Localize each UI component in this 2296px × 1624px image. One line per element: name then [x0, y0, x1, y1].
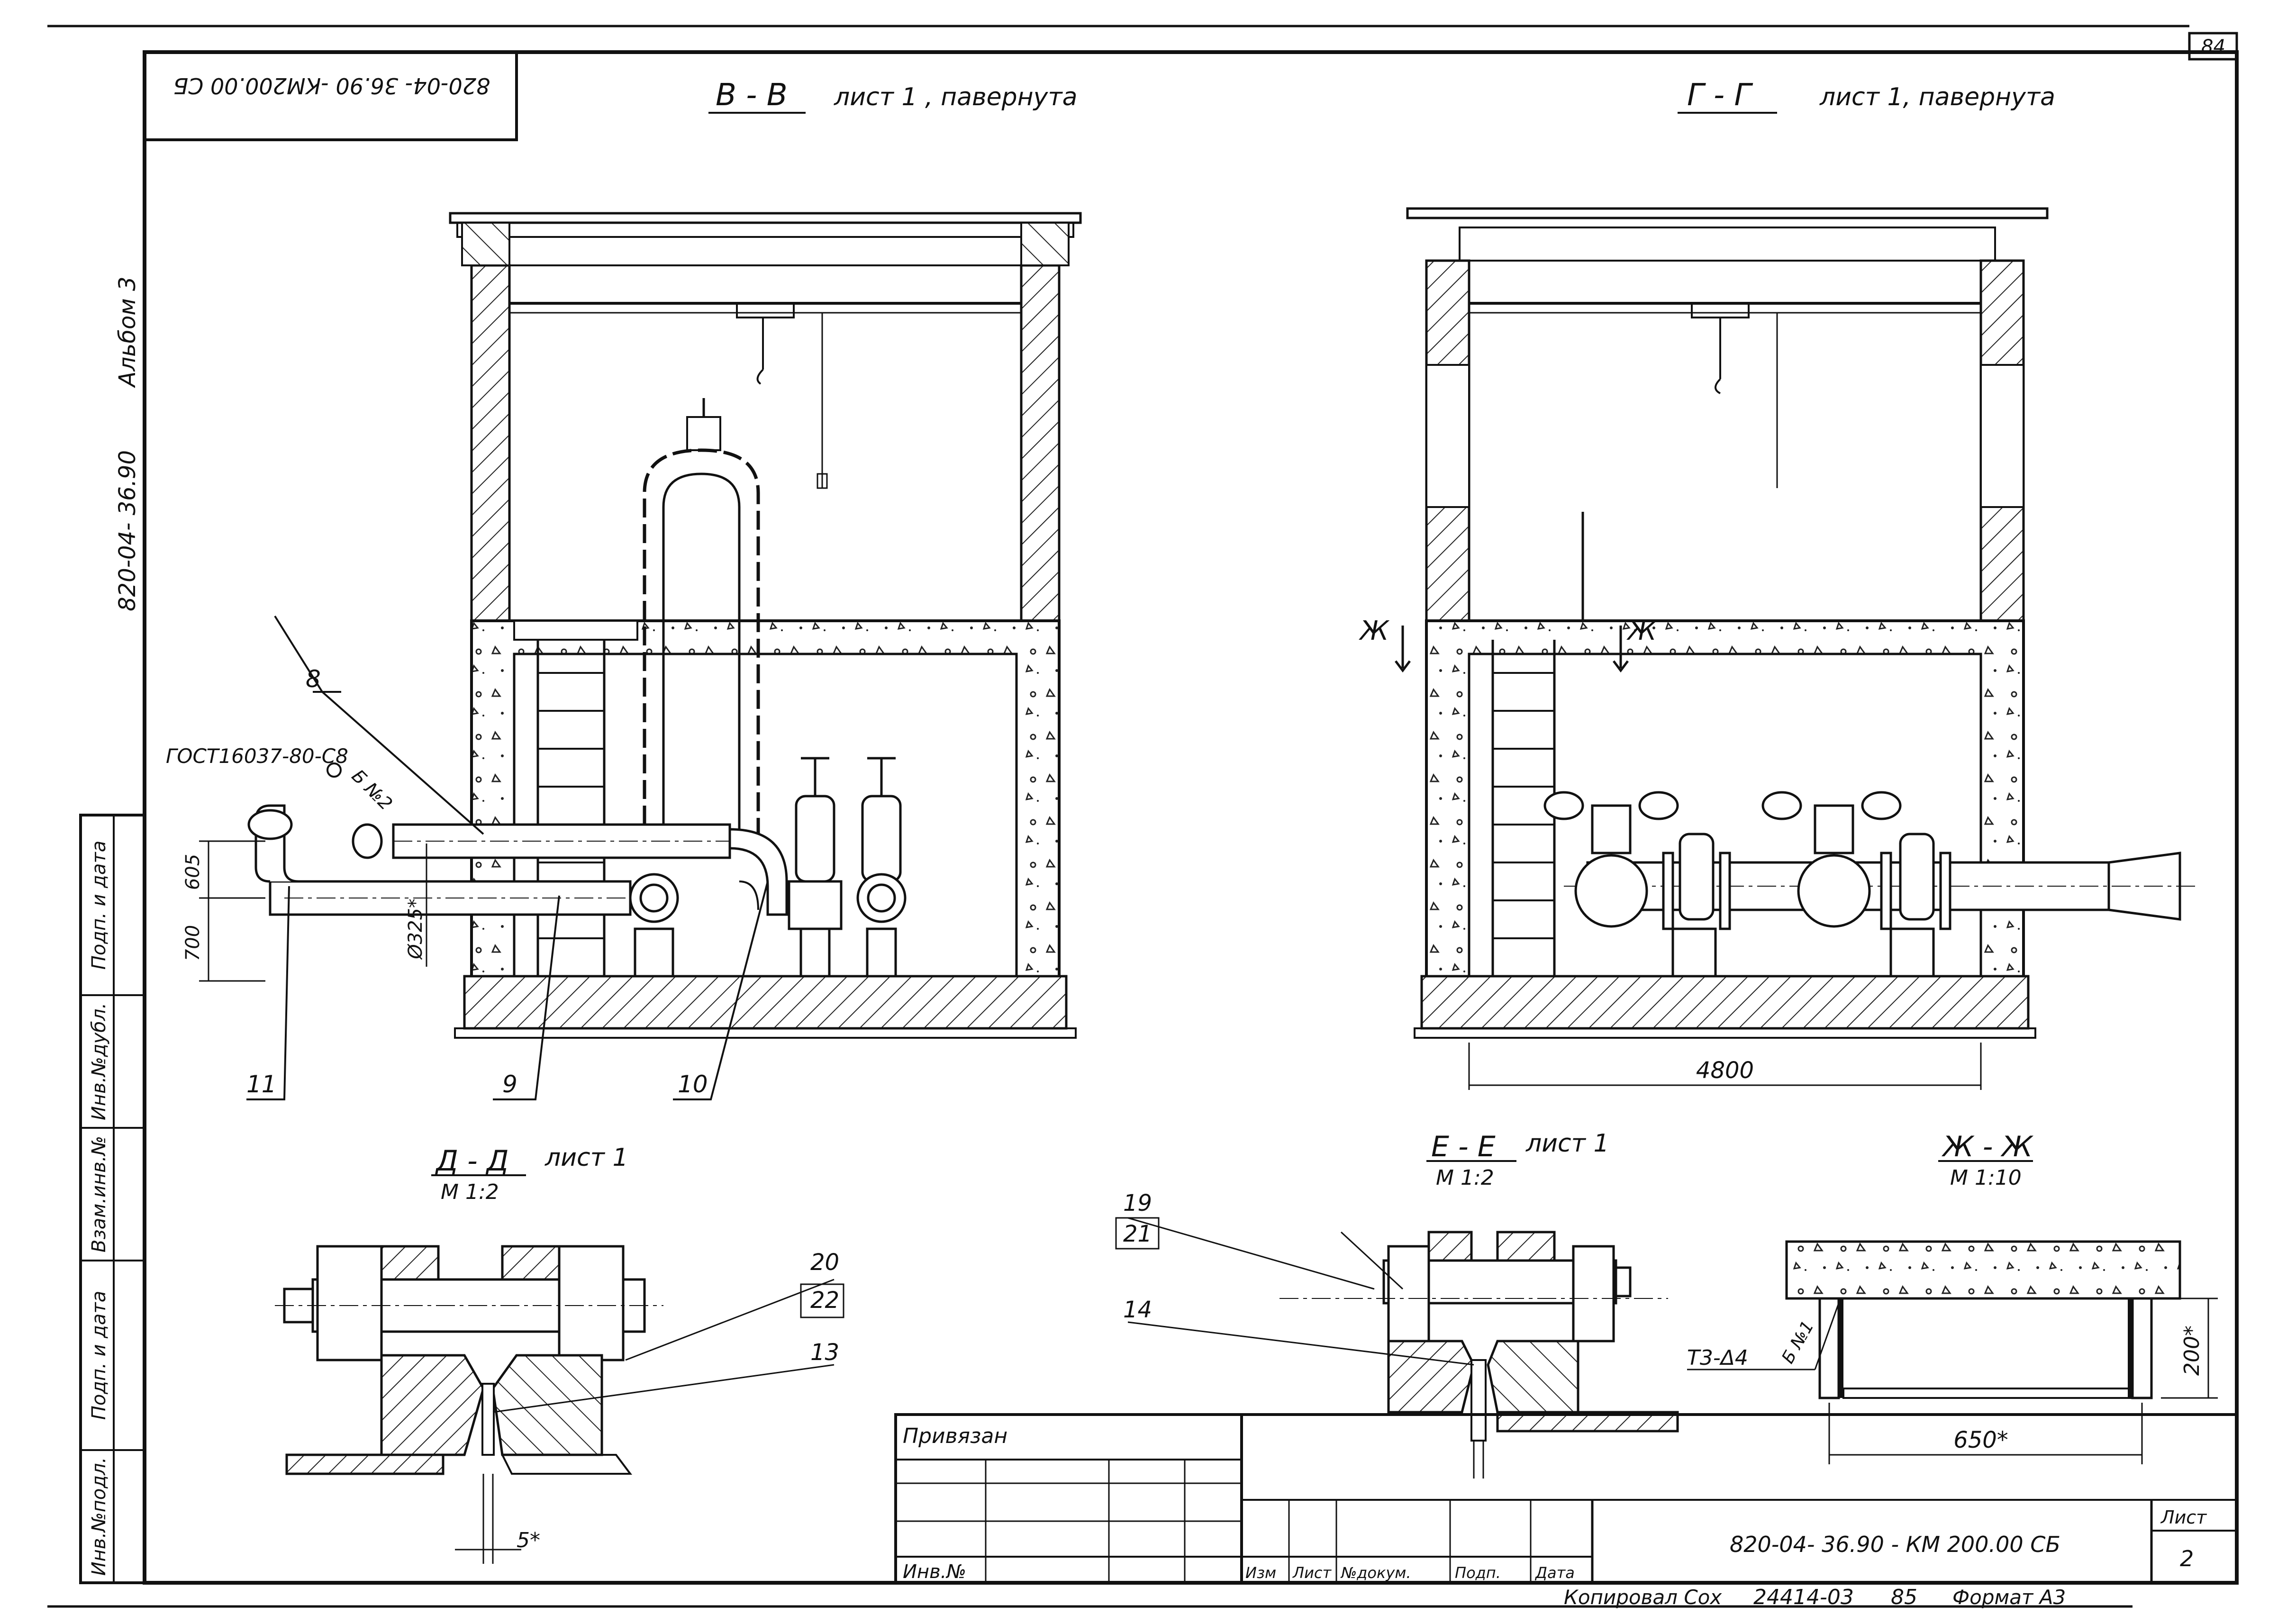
section-zz: Ж - Ж М 1:10 650* 200* Т3-Δ4 Б №1: [1687, 1130, 2218, 1464]
dim-605: 605: [182, 854, 204, 890]
stamp-vzam-inv: Взам.инв.№: [88, 1136, 110, 1252]
stamp-topleft-code: 820-04- 36.90 -КМ200.00 СБ: [173, 73, 490, 99]
section-ee: Е - Е М 1:2 лист 1 19 21 14: [1115, 1129, 1679, 1479]
dim-4800: 4800: [1696, 1057, 1754, 1084]
section-gg: Г - Г лист 1, павернута: [1359, 78, 2199, 1090]
stamp-inv-podl: Инв.№подл.: [88, 1457, 110, 1576]
section-ee-note: лист 1: [1525, 1129, 1609, 1158]
section-ee-scale: М 1:2: [1436, 1166, 1494, 1190]
weld-t3: Т3-Δ4: [1687, 1346, 1748, 1370]
gost-note: ГОСТ16037-80-С8: [166, 744, 348, 768]
col-podp: Подп.: [1455, 1564, 1501, 1582]
section-dd-note: лист 1: [545, 1143, 628, 1172]
col-izm: Изм: [1245, 1564, 1276, 1582]
callout-13: 13: [810, 1339, 839, 1366]
section-gg-note: лист 1, павернута: [1819, 83, 2055, 111]
col-dokum: №докум.: [1340, 1564, 1411, 1582]
callout-8: 8: [306, 665, 321, 693]
weld-b2: Б №2: [348, 765, 397, 814]
page-number: 84: [2201, 36, 2225, 58]
footer-year: 85: [1891, 1585, 1917, 1609]
stamp-inv-dubl: Инв.№дубл.: [88, 1003, 110, 1120]
footer-copied: Копировал Сох: [1564, 1586, 1722, 1609]
dim-325: Ø325*: [405, 898, 427, 960]
dim-700: 700: [182, 925, 204, 961]
section-vv-title: В - В: [716, 78, 788, 113]
callout-20: 20: [810, 1249, 839, 1276]
col-list: Лист: [1292, 1564, 1332, 1582]
title-bound: Привязан: [903, 1424, 1007, 1448]
callout-14: 14: [1123, 1297, 1152, 1323]
callout-19: 19: [1123, 1190, 1152, 1216]
section-dd-title: Д - Д: [435, 1144, 509, 1178]
album-series: 820-04- 36.90: [114, 450, 141, 611]
section-dd: Д - Д М 1:2 лист 1 5* 20 22 13: [275, 1143, 844, 1564]
footer-order: 24414-03: [1753, 1585, 1854, 1609]
callout-11: 11: [246, 1071, 277, 1098]
title-inv: Инв.№: [903, 1561, 966, 1583]
title-code: 820-04- 36.90 - КМ 200.00 СБ: [1730, 1532, 2060, 1557]
callout-21: 21: [1123, 1221, 1152, 1247]
callout-10: 10: [678, 1071, 708, 1098]
section-vv: В - В лист 1 , павернута: [166, 78, 1082, 1100]
album-title: Альбом 3: [114, 277, 141, 389]
stamp-podp-data-1: Подп. и дата: [88, 1291, 110, 1420]
section-zz-title: Ж - Ж: [1941, 1130, 2033, 1163]
dim-5: 5*: [517, 1528, 540, 1552]
cut-mark-right: Ж: [1626, 616, 1658, 646]
callout-9: 9: [502, 1071, 517, 1098]
callout-22: 22: [810, 1287, 839, 1314]
section-dd-scale: М 1:2: [441, 1180, 499, 1204]
section-vv-note: лист 1 , павернута: [834, 83, 1078, 111]
col-data: Дата: [1534, 1564, 1575, 1582]
sheet-number: 2: [2180, 1546, 2194, 1571]
section-gg-title: Г - Г: [1687, 78, 1753, 113]
dim-650: 650*: [1953, 1427, 2008, 1453]
section-ee-title: Е - Е: [1431, 1130, 1496, 1163]
footer-format: Формат А3: [1952, 1586, 2066, 1609]
stamp-left: Инв.№подл. Подп. и дата Взам.инв.№ Инв.№…: [79, 814, 146, 1584]
cut-mark-left: Ж: [1359, 616, 1390, 646]
weld-b1: Б №1: [1778, 1317, 1818, 1367]
dim-200: 200*: [2180, 1325, 2204, 1376]
stamp-topleft: 820-04- 36.90 -КМ200.00 СБ: [143, 51, 518, 141]
title-block: [894, 1413, 2238, 1584]
stamp-podp-data-2: Подп. и дата: [88, 841, 110, 970]
sheet-label: Лист: [2160, 1507, 2207, 1528]
section-zz-scale: М 1:10: [1950, 1166, 2022, 1190]
